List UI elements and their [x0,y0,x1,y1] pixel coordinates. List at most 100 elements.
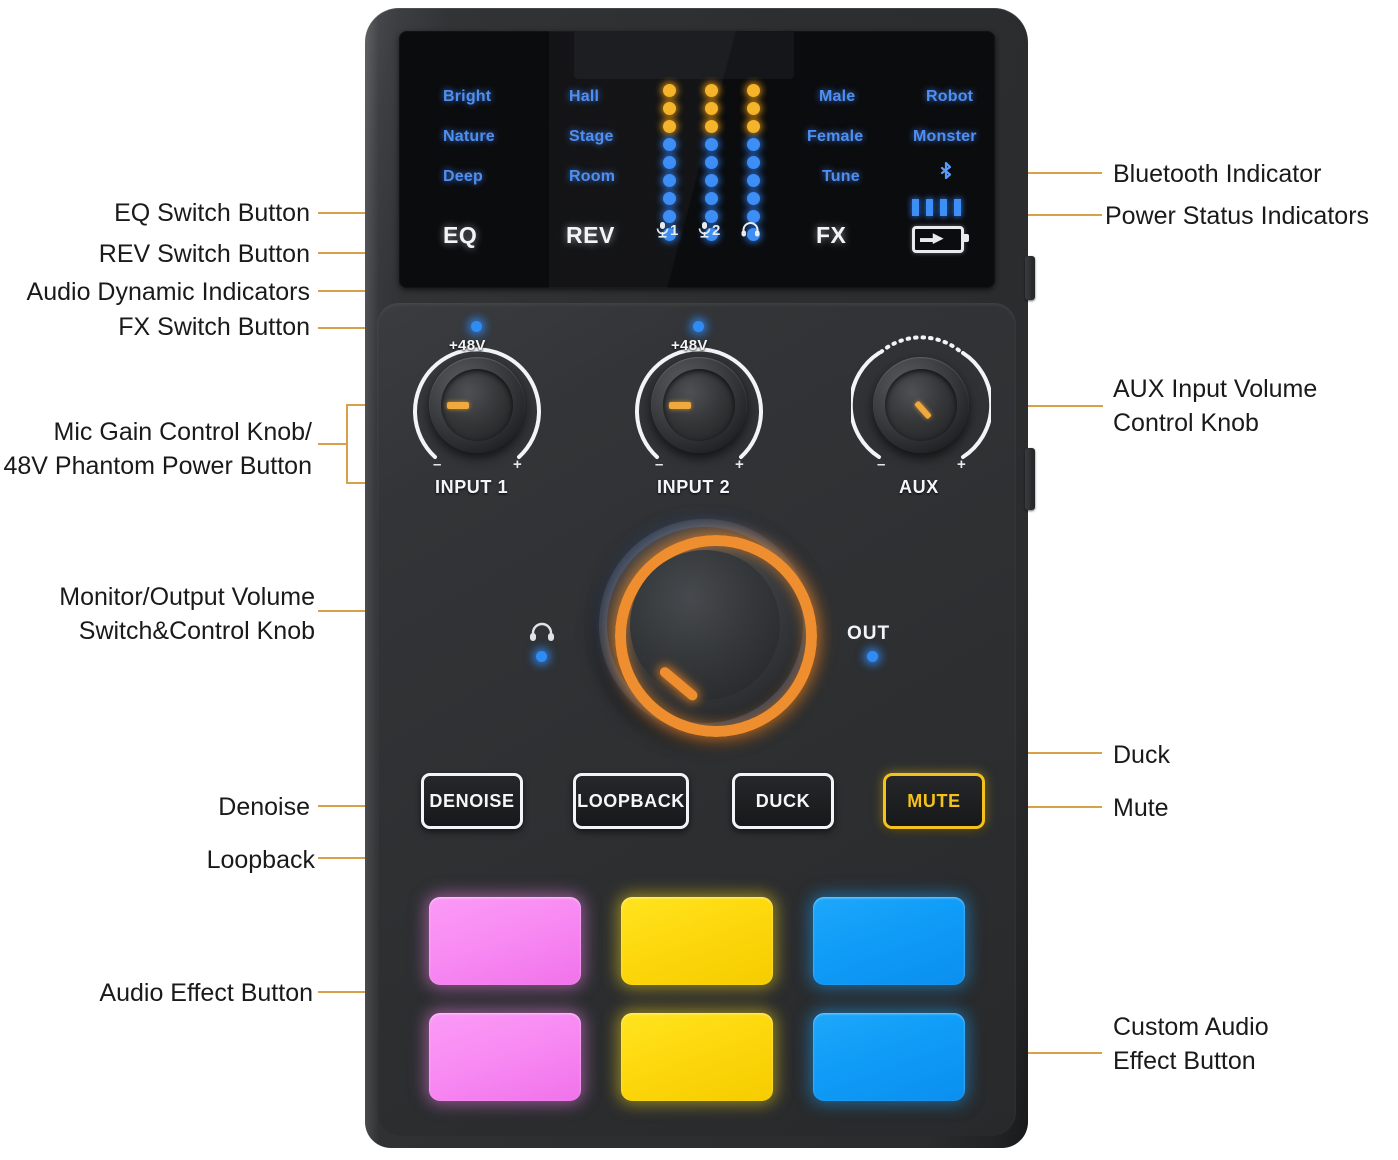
annotation-audio-dynamic: Audio Dynamic Indicators [26,278,310,306]
led-amber [663,120,676,133]
leader-aux-h [990,405,1103,407]
led-blue [663,156,676,169]
led-blue [747,138,760,151]
aux-knob-indicator [914,400,932,420]
input1-knob-inner [441,369,513,441]
led-blue [705,156,718,169]
aux-knob-body[interactable] [873,357,969,453]
annotation-eq-switch: EQ Switch Button [114,199,310,227]
led-blue [663,174,676,187]
annotation-mic-gain: Mic Gain Control Knob/ 48V Phantom Power… [3,418,312,480]
led-amber [747,84,760,97]
screen-preset-room[interactable]: Room [569,168,616,185]
control-panel: +48V – + INPUT 1 +48V [377,303,1016,1136]
leader-bt-h [980,172,1102,174]
screen-preset-male[interactable]: Male [819,88,856,105]
input2-knob-indicator [669,402,691,409]
mute-button[interactable]: MUTE [883,773,985,829]
pad-1[interactable] [429,897,581,985]
led-blue [747,210,760,223]
led-blue [705,174,718,187]
loopback-button[interactable]: LOOPBACK [573,773,689,829]
pad-5[interactable] [621,1013,773,1101]
out-label: OUT [847,623,891,644]
annotation-rev-switch: REV Switch Button [98,240,310,268]
led-amber [663,84,676,97]
monitor-volume-knob[interactable] [599,519,817,737]
screen-preset-robot[interactable]: Robot [926,88,974,105]
led-blue [663,138,676,151]
led-blue [663,210,676,223]
mic2-number: 2 [712,222,721,239]
pad-2[interactable] [621,897,773,985]
input1-label: INPUT 1 [435,477,509,497]
pad-4[interactable] [429,1013,581,1101]
leader-mute-h [992,806,1102,808]
mic1-number: 1 [670,222,679,239]
leader-power-h [965,214,1102,216]
annotation-loopback: Loopback [206,846,315,874]
annotation-mute: Mute [1113,794,1169,822]
input1-knob-indicator [447,402,469,409]
input2-phantom-label: +48V [671,337,708,354]
input1-phantom-led [471,321,482,332]
annotation-denoise: Denoise [218,793,310,821]
annotation-duck: Duck [1113,741,1170,769]
audio-meter-mic2 [705,84,720,246]
power-bar-2 [926,199,933,216]
input2-minus: – [655,456,664,473]
mic1-icon: 1 [655,221,678,239]
input1-arc [413,347,541,459]
annotation-aux-volume: AUX Input Volume Control Knob [1113,375,1318,437]
leader-micgain-stub [318,443,348,445]
volume-knob-face[interactable] [630,550,780,700]
input2-knob-body[interactable] [651,357,747,453]
led-blue [705,192,718,205]
side-button-bottom[interactable] [1025,448,1035,510]
led-blue [705,138,718,151]
screen-preset-hall[interactable]: Hall [569,88,600,105]
screen-preset-nature[interactable]: Nature [443,128,495,145]
volume-ring [615,535,817,737]
annotation-bluetooth: Bluetooth Indicator [1113,160,1322,188]
power-bar-4 [954,199,961,216]
pad-6-custom[interactable] [813,1013,965,1101]
battery-bolt: ▬▶ [920,230,943,245]
out-led [867,651,878,662]
input2-label: INPUT 2 [657,477,731,497]
annotation-custom-audio: Custom Audio Effect Button [1113,1013,1269,1075]
led-amber [747,102,760,115]
input2-knob-inner [663,369,735,441]
leader-micgain-bracket [346,404,348,484]
led-blue [747,156,760,169]
screen-preset-female[interactable]: Female [807,128,864,145]
rev-switch-button[interactable]: REV [566,222,615,248]
input1-minus: – [433,456,442,473]
eq-switch-button[interactable]: EQ [443,222,478,248]
screen-preset-tune[interactable]: Tune [822,168,860,185]
led-blue [705,210,718,223]
annotation-fx-switch: FX Switch Button [118,313,310,341]
leader-custom-h [990,1052,1102,1054]
input2-arc [635,347,763,459]
headphone-led [536,651,547,662]
bluetooth-icon [937,161,955,192]
led-blue [747,192,760,205]
screen-preset-deep[interactable]: Deep [443,168,483,185]
fx-switch-button[interactable]: FX [816,222,847,248]
screen-preset-bright[interactable]: Bright [443,88,492,105]
screen-preset-stage[interactable]: Stage [569,128,614,145]
pad-3[interactable] [813,897,965,985]
duck-button[interactable]: DUCK [732,773,834,829]
battery-charging-icon: ▬▶ [912,226,969,253]
headphone-icon [529,621,555,646]
input1-phantom-label: +48V [449,337,486,354]
input2-phantom-led [693,321,704,332]
input1-knob-body[interactable] [429,357,525,453]
annotation-monitor-volume: Monitor/Output Volume Switch&Control Kno… [59,583,315,645]
side-button-top[interactable] [1025,256,1035,300]
screen-preset-monster[interactable]: Monster [913,128,977,145]
denoise-button[interactable]: DENOISE [421,773,523,829]
annotation-audio-effect: Audio Effect Button [99,979,313,1007]
